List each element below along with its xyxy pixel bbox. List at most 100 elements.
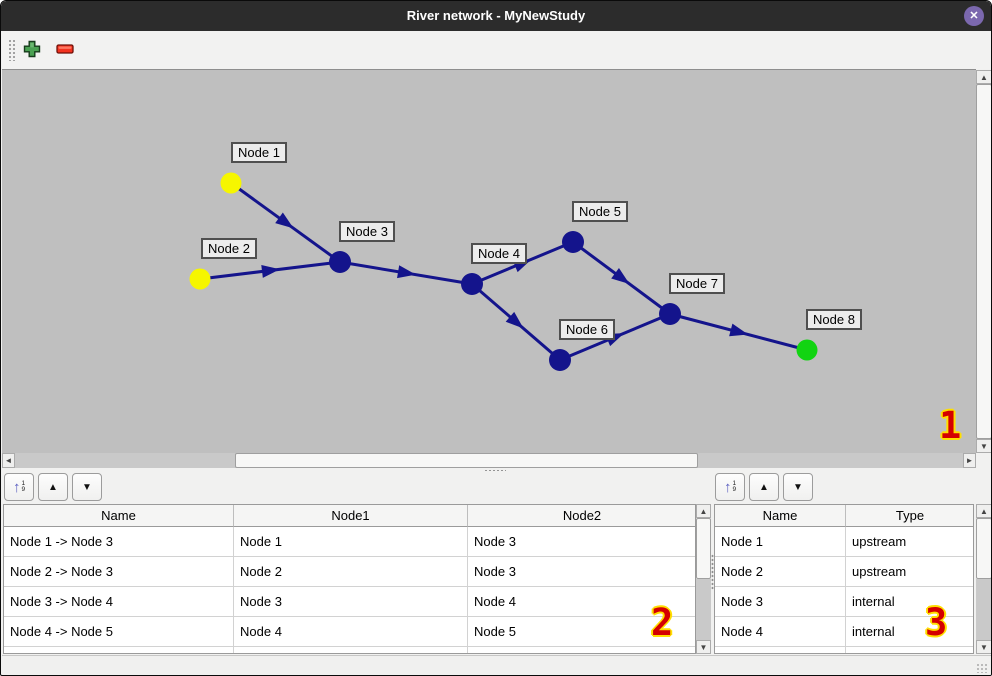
up-arrow-icon: ▲ [759, 481, 769, 493]
node-label[interactable]: Node 7 [669, 273, 725, 294]
table-cell[interactable]: internal [846, 587, 973, 617]
node-label[interactable]: Node 5 [572, 201, 628, 222]
pane-splitter[interactable] [2, 468, 991, 473]
network-node[interactable] [220, 172, 242, 194]
network-canvas[interactable]: Node 1 Node 2 Node 3 Node 4 Node 5 Node 6 Node… [2, 69, 976, 453]
network-node[interactable] [461, 273, 483, 295]
canvas-hscrollbar[interactable]: ◄ ► [2, 453, 976, 468]
column-header[interactable]: Node2 [468, 505, 695, 527]
table-cell[interactable]: Node 2 [234, 557, 468, 587]
reaches-vscrollbar[interactable]: ▲ ▼ [696, 504, 711, 654]
table-cell[interactable] [846, 647, 973, 653]
node-label[interactable]: Node 1 [231, 142, 287, 163]
table-cell[interactable] [4, 647, 234, 653]
node-label[interactable]: Node 8 [806, 309, 862, 330]
table-cell[interactable]: Node 2 [715, 557, 846, 587]
table-cell[interactable]: Node 4 -> Node 5 [4, 617, 234, 647]
nodes-move-up-button[interactable]: ▲ [749, 473, 779, 501]
column-header[interactable]: Node1 [234, 505, 468, 527]
remove-button[interactable] [52, 37, 78, 63]
table-cell[interactable]: Node 1 -> Node 3 [4, 527, 234, 557]
table-cell[interactable]: Node 3 [234, 587, 468, 617]
node-label[interactable]: Node 2 [201, 238, 257, 259]
table-cell[interactable]: Node 3 [468, 527, 695, 557]
table-cell[interactable]: Node 4 [234, 617, 468, 647]
canvas-vscrollbar[interactable]: ▲ ▼ [976, 70, 991, 453]
scroll-left-icon[interactable]: ◄ [2, 453, 15, 468]
column-header[interactable]: Name [715, 505, 846, 527]
table-cell[interactable]: Node 1 [234, 527, 468, 557]
resize-grip[interactable] [976, 663, 988, 673]
red-minus-icon [56, 43, 74, 58]
table-cell[interactable]: Node 3 [468, 557, 695, 587]
titlebar[interactable]: River network - MyNewStudy ✕ [1, 1, 991, 31]
table-cell[interactable]: internal [846, 617, 973, 647]
nodes-vscroll-thumb[interactable] [976, 518, 991, 579]
table-cell[interactable]: Node 2 -> Node 3 [4, 557, 234, 587]
table-cell[interactable]: Node 4 [468, 587, 695, 617]
scroll-down-icon[interactable]: ▼ [696, 640, 711, 654]
flow-arrow-icon [261, 265, 280, 278]
annotation-1: 1 [939, 404, 962, 447]
close-button[interactable]: ✕ [964, 6, 984, 26]
table-cell[interactable]: Node 1 [715, 527, 846, 557]
table-cell[interactable]: Node 5 [468, 617, 695, 647]
scroll-down-icon[interactable]: ▼ [976, 439, 991, 453]
scroll-down-icon[interactable]: ▼ [976, 640, 991, 654]
table-empty-row[interactable] [715, 647, 973, 653]
table-cell[interactable] [234, 647, 468, 653]
scroll-up-icon[interactable]: ▲ [696, 504, 711, 518]
reaches-move-up-button[interactable]: ▲ [38, 473, 68, 501]
table-cell[interactable]: Node 3 [715, 587, 846, 617]
scroll-up-icon[interactable]: ▲ [976, 70, 991, 84]
network-node[interactable] [562, 231, 584, 253]
reaches-move-down-button[interactable]: ▼ [72, 473, 102, 501]
table-cell[interactable]: upstream [846, 557, 973, 587]
table-cell[interactable]: upstream [846, 527, 973, 557]
table-panel-splitter[interactable] [711, 554, 714, 590]
status-bar [2, 655, 991, 675]
network-node[interactable] [189, 268, 211, 290]
nodes-vscrollbar[interactable]: ▲ ▼ [976, 504, 991, 654]
network-node[interactable] [796, 339, 818, 361]
canvas-vscroll-thumb[interactable] [976, 84, 991, 439]
reaches-vscroll-thumb[interactable] [696, 518, 711, 579]
network-node[interactable] [329, 251, 351, 273]
column-header[interactable]: Type [846, 505, 973, 527]
table-empty-row[interactable] [4, 647, 695, 653]
toolbar-drag-handle[interactable] [8, 39, 16, 61]
node-label[interactable]: Node 4 [471, 243, 527, 264]
table-cell[interactable] [468, 647, 695, 653]
column-header[interactable]: Name [4, 505, 234, 527]
nodes-move-down-button[interactable]: ▼ [783, 473, 813, 501]
table-cell[interactable] [715, 647, 846, 653]
node-label[interactable]: Node 6 [559, 319, 615, 340]
network-node[interactable] [659, 303, 681, 325]
scroll-up-icon[interactable]: ▲ [976, 504, 991, 518]
table-cell[interactable]: Node 4 [715, 617, 846, 647]
node-label[interactable]: Node 3 [339, 221, 395, 242]
network-node[interactable] [549, 349, 571, 371]
add-button[interactable] [19, 37, 45, 63]
scroll-right-icon[interactable]: ► [963, 453, 976, 468]
down-arrow-icon: ▼ [793, 481, 803, 493]
flow-arrow-icon [275, 212, 294, 229]
canvas-hscroll-thumb[interactable] [235, 453, 698, 468]
table-cell[interactable]: Node 3 -> Node 4 [4, 587, 234, 617]
